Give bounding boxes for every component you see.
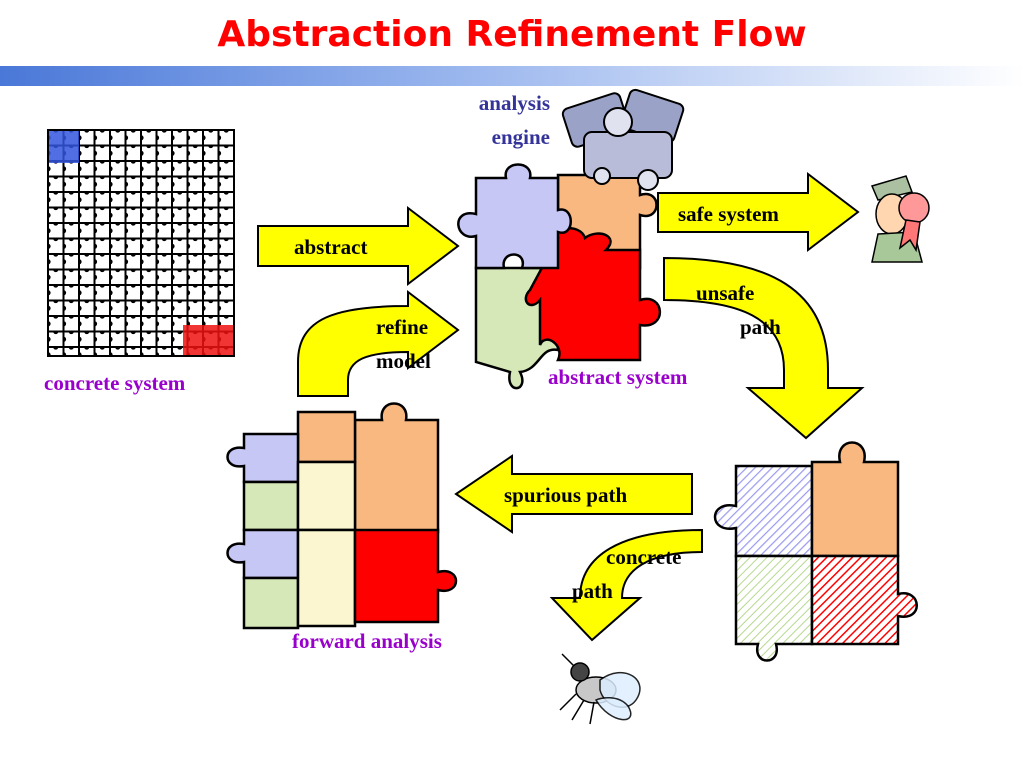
refine-model-line-1: refine (376, 315, 429, 339)
forward-analysis-label: forward analysis (292, 629, 442, 653)
refine-model-line-2: model (376, 349, 431, 373)
concrete-path-line-2: path (572, 579, 613, 603)
spurious-path-arrow (454, 454, 693, 534)
unsafe-path-label: unsafe path (696, 276, 781, 344)
puzzle-piece-lavender (713, 464, 814, 558)
puzzle-piece-lavender (226, 528, 300, 580)
puzzle-piece-cream (296, 528, 357, 628)
puzzle-piece-orange (810, 441, 900, 558)
abstract-label: abstract (294, 235, 368, 259)
puzzle-piece-red (810, 554, 918, 646)
puzzle-piece-green (242, 576, 300, 630)
page-title: Abstraction Refinement Flow (217, 14, 807, 55)
puzzle-piece-red (353, 528, 458, 624)
fly-bug-icon (559, 653, 641, 725)
puzzle-piece-cream (296, 460, 357, 532)
unsafe-path-arrow (663, 256, 865, 440)
refine-model-label: refine model (376, 310, 431, 378)
puzzle-piece-orange (353, 402, 440, 534)
spurious-path-label: spurious path (504, 483, 628, 507)
concrete-path-puzzle (713, 441, 918, 662)
puzzle-piece-orange (296, 410, 357, 464)
refine-model-arrow (297, 289, 460, 397)
safe-system-arrow (657, 171, 860, 253)
abstract-system-puzzle (457, 163, 662, 390)
concrete-system-label: concrete system (44, 371, 186, 395)
concrete-path-arrow (549, 528, 703, 642)
title-underline (0, 66, 1024, 86)
engine-icon (561, 88, 685, 191)
puzzle-piece-green (734, 554, 814, 662)
concrete-system-grid (47, 129, 235, 357)
abstract-arrow (257, 205, 460, 287)
analysis-engine-line-1: analysis (478, 91, 550, 115)
puzzle-piece-green (242, 480, 300, 532)
puzzle-piece-lavender (457, 163, 572, 270)
analysis-engine-line-2: engine (491, 125, 550, 149)
analysis-engine-label: analysis engine (430, 86, 550, 154)
puzzle-piece-lavender (226, 432, 300, 484)
inspector-with-ribbon-icon (870, 175, 930, 263)
safe-system-label: safe system (678, 202, 779, 226)
abstract-system-label: abstract system (548, 365, 688, 389)
forward-analysis-puzzle (226, 402, 458, 630)
concrete-path-line-1: concrete (606, 545, 682, 569)
puzzle-piece-red (524, 227, 662, 362)
unsafe-path-line-2: path (740, 315, 781, 339)
unsafe-path-line-1: unsafe (696, 281, 755, 305)
concrete-path-label: concrete path (572, 540, 681, 608)
